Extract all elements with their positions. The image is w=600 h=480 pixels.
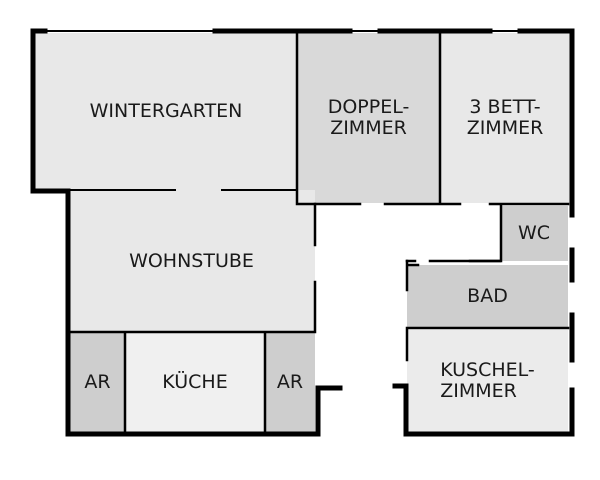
room-label: AR — [276, 371, 304, 393]
room-label: WC — [517, 222, 551, 244]
room-ar-right: AR — [265, 333, 315, 432]
room-label: WOHNSTUBE — [129, 249, 254, 272]
room-ar-left: AR — [70, 333, 125, 432]
room-doppelzimmer: DOPPEL- ZIMMER — [297, 33, 440, 203]
room-wc: WC — [500, 206, 568, 261]
room-kueche: KÜCHE — [125, 333, 265, 432]
room-3-bett-zimmer: 3 BETT- ZIMMER — [440, 33, 570, 203]
room-wohnstube: WOHNSTUBE — [68, 190, 315, 332]
room-label: 3 BETT- ZIMMER — [466, 96, 544, 139]
room-bad: BAD — [407, 265, 568, 328]
room-kuschelzimmer: KUSCHEL- ZIMMER — [407, 330, 568, 432]
room-label: DOPPEL- ZIMMER — [327, 96, 410, 139]
room-wintergarten: WINTERGARTEN — [35, 33, 297, 190]
room-label: KUSCHEL- ZIMMER — [440, 359, 535, 402]
room-label: AR — [84, 371, 111, 393]
room-label: WINTERGARTEN — [89, 100, 243, 122]
room-label: BAD — [467, 285, 508, 307]
room-label: KÜCHE — [162, 371, 228, 393]
